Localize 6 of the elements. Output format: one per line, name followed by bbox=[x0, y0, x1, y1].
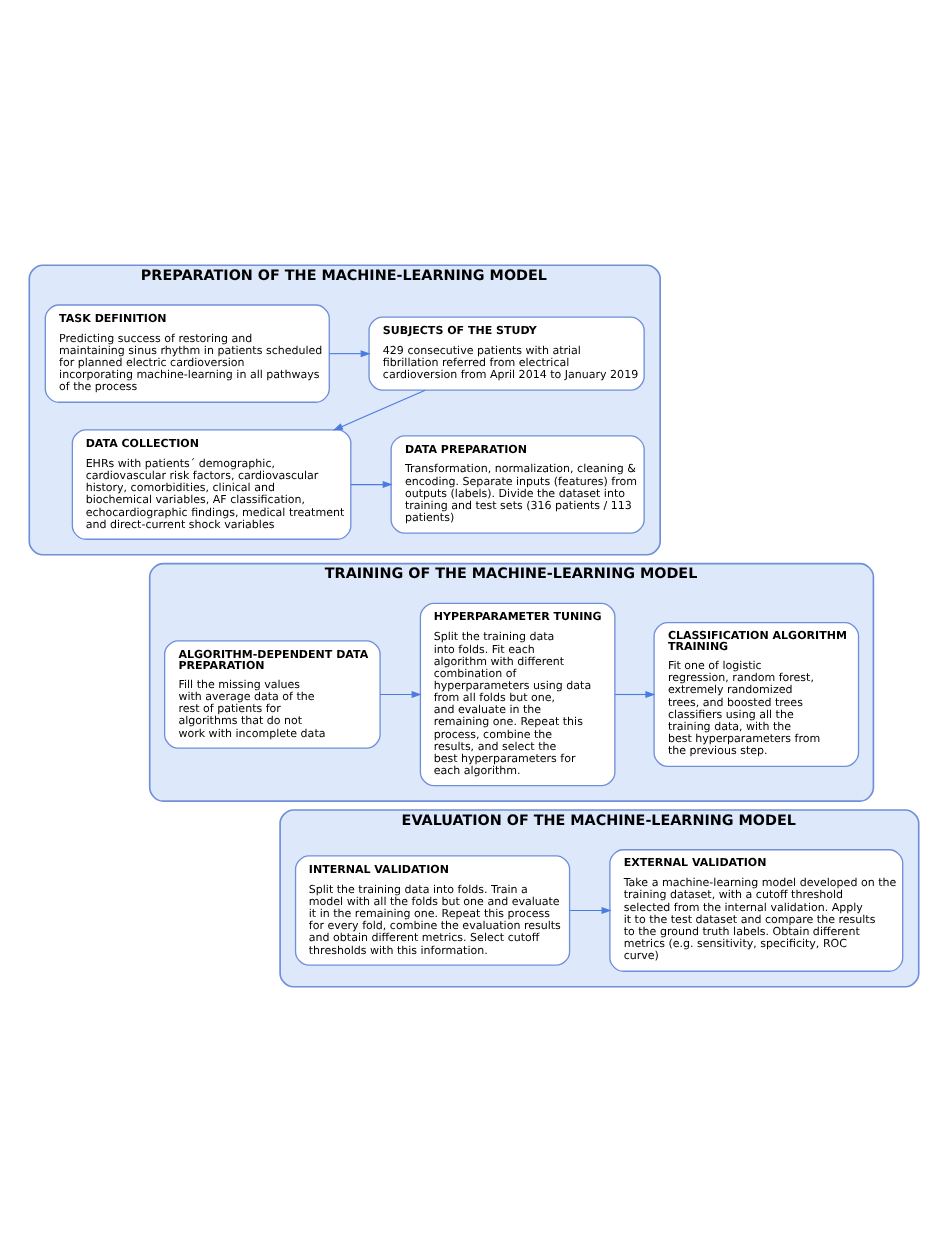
arrow bbox=[614, 690, 656, 697]
arrow bbox=[332, 388, 426, 430]
arrow bbox=[328, 349, 371, 357]
arrow bbox=[569, 906, 612, 913]
arrow bbox=[350, 480, 393, 488]
arrow bbox=[379, 690, 422, 697]
